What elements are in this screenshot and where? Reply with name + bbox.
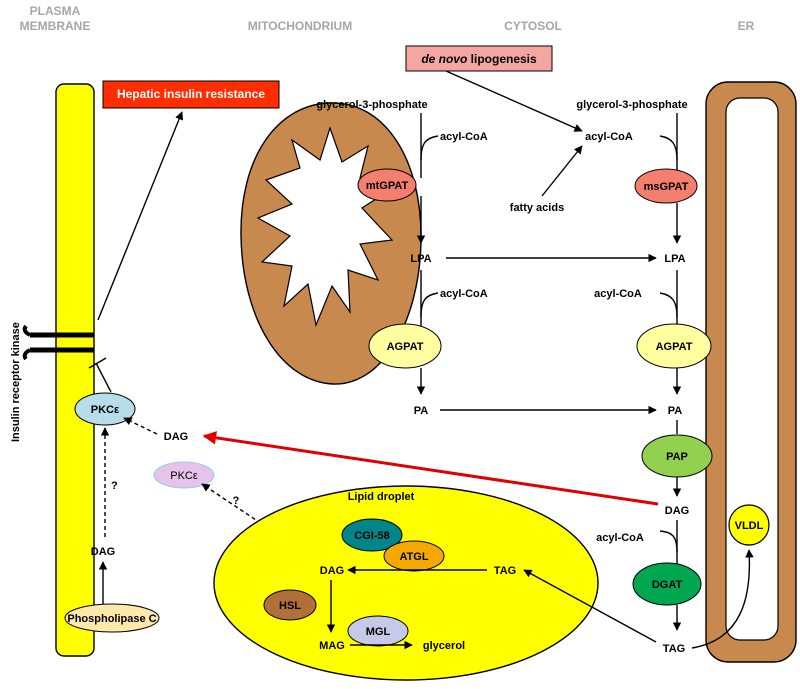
mtgpat-enzyme [357, 168, 417, 202]
msgpat-enzyme [634, 168, 698, 204]
mito-acyl-coa-1: acyl-CoA [440, 131, 488, 143]
hsl-enzyme [263, 589, 317, 621]
er-acyl-coa-2: acyl-CoA [594, 288, 642, 300]
arrow-dag-to-pkc-membrane [123, 417, 158, 435]
pkc-epsilon-membrane [74, 392, 136, 426]
arrow-fatty-acids-to-acyl-coa [541, 145, 583, 197]
er-g3p: glycerol-3-phosphate [576, 99, 687, 111]
lipid-droplet-title: Lipid droplet [348, 491, 415, 503]
droplet-mag: MAG [319, 640, 345, 652]
hepatic-insulin-resistance-label: Hepatic insulin resistance [117, 87, 265, 101]
pkc-inhibition-line [95, 362, 112, 393]
pkc-epsilon-cytosol [153, 461, 215, 489]
er-acyl-coa-3-connector [659, 530, 678, 553]
pkc-membrane-label: PKCε [91, 404, 120, 416]
droplet-glycerol: glycerol [423, 640, 465, 652]
mito-acyl-coa-1-connector [420, 135, 439, 161]
hepatic-insulin-resistance-box [102, 80, 280, 109]
mgl-enzyme [347, 615, 409, 647]
arrow-to-insulin-resistance [97, 111, 184, 321]
mito-acyl-coa-2: acyl-CoA [440, 288, 488, 300]
mtgpat-label: mtGPAT [366, 180, 409, 192]
question-mark-1: ? [111, 480, 118, 492]
receptor-label: Insulin receptor kinase [10, 322, 22, 442]
atgl-label: ATGL [399, 551, 428, 563]
droplet-dag: DAG [320, 565, 344, 577]
er-acyl-coa-1: acyl-CoA [585, 131, 633, 143]
er-fatty-acids: fatty acids [510, 202, 564, 214]
pap-label: PAP [666, 451, 688, 463]
phospholipase-c [64, 603, 160, 633]
header-cytosol: CYTOSOL [504, 19, 562, 33]
cgi58-protein [341, 518, 403, 552]
er-acyl-coa-3: acyl-CoA [596, 532, 644, 544]
arrow-lipogenesis-to-acyl-coa [445, 70, 583, 132]
dgat-enzyme [632, 562, 702, 606]
er-acyl-coa-2-connector [659, 292, 678, 318]
droplet-tag: TAG [494, 565, 516, 577]
de-novo-lipogenesis-label: de novo lipogenesis [421, 52, 537, 66]
arrow-er-dag-to-cytosol-dag [202, 431, 659, 506]
membrane-dag: DAG [91, 546, 115, 558]
phospholipase-c-label: Phospholipase C [67, 613, 156, 625]
er-tag: TAG [663, 643, 685, 655]
hsl-label: HSL [279, 600, 301, 612]
er-agpat-label: AGPAT [656, 341, 693, 353]
mito-agpat-enzyme [368, 323, 442, 369]
msgpat-label: msGPAT [644, 181, 689, 193]
vldl-particle [728, 504, 770, 546]
er-acyl-coa-1-connector [659, 135, 678, 161]
mito-agpat-label: AGPAT [387, 341, 424, 353]
insulin-receptor [22, 324, 94, 361]
header-plasma-membrane-line1: PLASMA [30, 4, 81, 18]
header-er: ER [738, 19, 755, 33]
arrow-tag-to-vldl [691, 549, 754, 649]
mito-g3p: glycerol-3-phosphate [316, 99, 427, 111]
pkc-inhibition-bar [88, 357, 107, 369]
er-dag: DAG [665, 505, 689, 517]
mgl-label: MGL [366, 626, 391, 638]
header-plasma-membrane-line2: MEMBRANE [20, 19, 91, 33]
er-lpa: LPA [664, 253, 685, 265]
lipid-droplet [213, 485, 599, 681]
er-pa: PA [668, 405, 683, 417]
question-mark-2: ? [233, 495, 240, 507]
mito-acyl-coa-2-connector [420, 292, 439, 318]
pkc-cytosol-label: PKCε [170, 470, 198, 482]
mito-lpa: LPA [410, 253, 431, 265]
er-agpat-enzyme [636, 323, 712, 369]
mito-pa: PA [414, 405, 429, 417]
cgi58-label: CGI-58 [354, 530, 389, 542]
cytosol-dag: DAG [164, 431, 188, 443]
de-novo-lipogenesis-box [405, 45, 553, 72]
endoplasmic-reticulum [705, 81, 797, 663]
atgl-enzyme [383, 540, 445, 572]
header-mitochondrion: MITOCHONDRIUM [248, 19, 352, 33]
arrow-er-tag-to-droplet-tag [523, 569, 657, 643]
dgat-label: DGAT [652, 579, 683, 591]
plasma-membrane [55, 83, 95, 657]
vldl-label: VLDL [735, 520, 764, 532]
